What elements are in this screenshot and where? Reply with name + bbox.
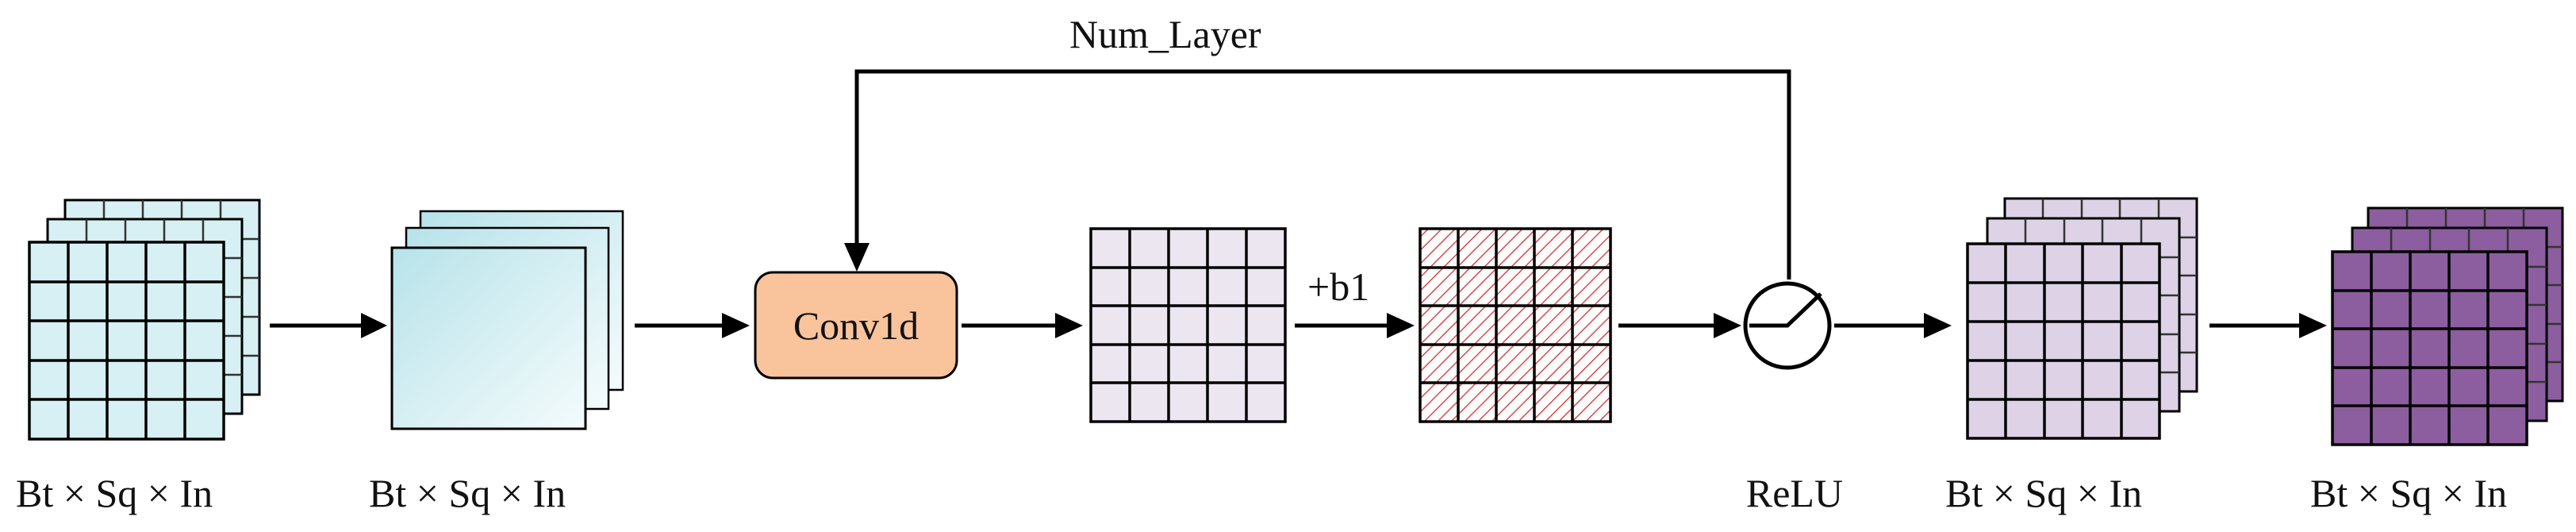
relu-label: ReLU [1746, 471, 1843, 515]
arrowhead-2 [722, 313, 750, 338]
input-grid-front [28, 241, 225, 441]
arrowhead-4 [1387, 313, 1415, 338]
bias-added-grid [1419, 227, 1612, 423]
conv-output-grid [1089, 227, 1287, 423]
arrowhead-3 [1055, 313, 1083, 338]
feedback-loop-path [854, 69, 1791, 279]
loop-label: Num_Layer [1069, 12, 1261, 56]
stage2-shape-label: Bt × Sq × In [369, 471, 566, 515]
output-tensor-stack [2331, 206, 2564, 446]
relu-output-stack [1966, 197, 2198, 440]
input-tensor-stack [28, 199, 261, 441]
arrowhead-7 [2299, 313, 2327, 338]
arrowhead-6 [1924, 313, 1952, 338]
arrowhead-5 [1714, 313, 1741, 338]
stage6-shape-label: Bt × Sq × In [1945, 471, 2142, 515]
output-shape-label: Bt × Sq × In [2310, 471, 2507, 515]
stage2-sheet-stack [390, 210, 624, 430]
output-grid-front [2331, 250, 2528, 446]
input-shape-label: Bt × Sq × In [16, 471, 213, 515]
conv1d-label: Conv1d [793, 303, 919, 348]
bias-label: +b1 [1307, 264, 1369, 309]
relu-activation-icon [1743, 281, 1832, 370]
arrowhead-1 [361, 313, 387, 338]
conv1d-block: Conv1d [754, 271, 958, 380]
stage6-grid-front [1966, 242, 2161, 440]
feedback-arrowhead [844, 243, 870, 272]
